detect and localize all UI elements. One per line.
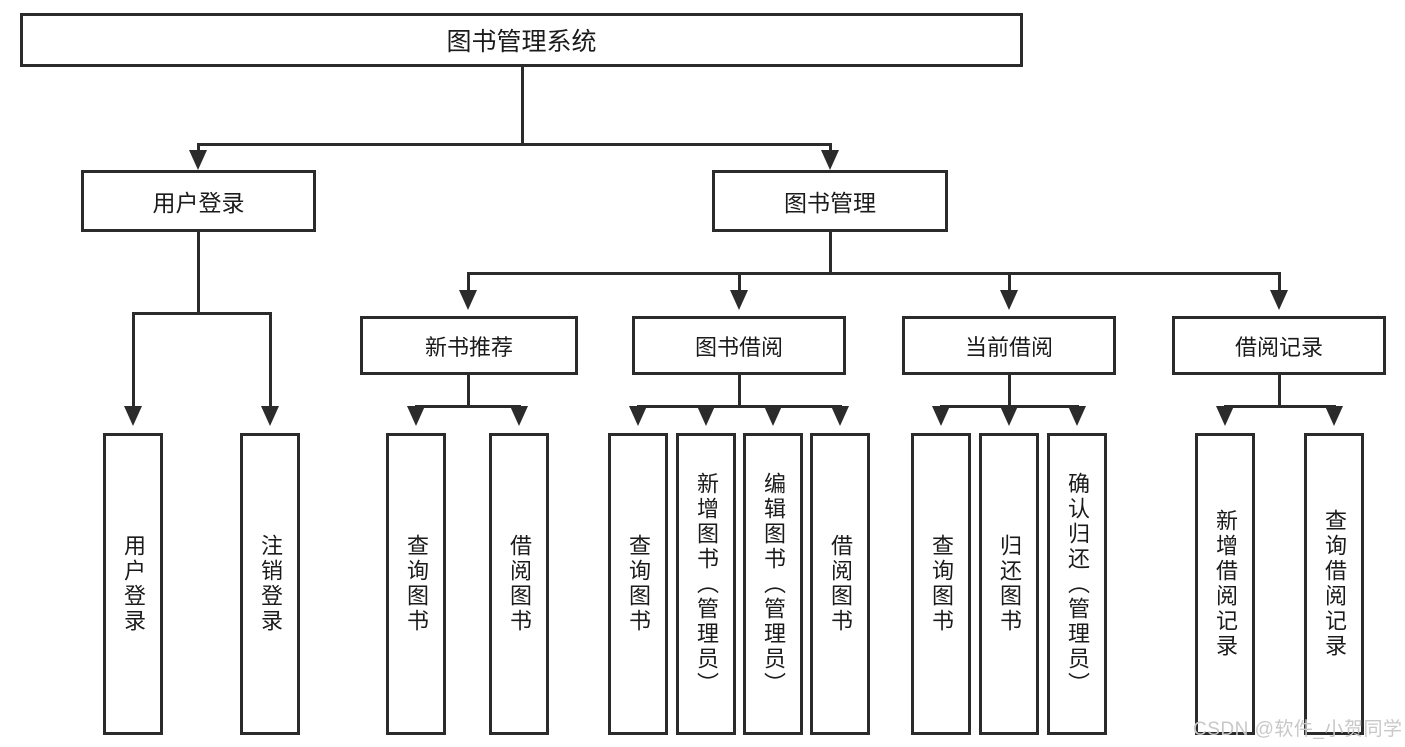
node-label: 查询图书 xyxy=(626,534,651,634)
arrow-to-leaf-nbr-2 xyxy=(510,406,528,426)
connector-root-drop-1 xyxy=(197,143,200,153)
leaf-cb-confirm-return-admin[interactable]: 确认归还（管理员） xyxy=(1047,433,1107,735)
node-label: 确认归还（管理员） xyxy=(1065,471,1090,697)
node-label: 图书管理系统 xyxy=(446,28,597,56)
connector-bm-drop-2 xyxy=(738,272,741,294)
connector-user-login-stem xyxy=(197,232,200,312)
node-user-login[interactable]: 用户登录 xyxy=(81,170,316,232)
leaf-bb-edit-book-admin[interactable]: 编辑图书（管理员） xyxy=(743,433,803,735)
arrow-to-leaf-bb-3 xyxy=(764,406,782,426)
leaf-cb-return-book[interactable]: 归还图书 xyxy=(979,433,1039,735)
node-label: 借阅记录 xyxy=(1234,334,1323,360)
node-label: 注销登录 xyxy=(258,534,283,634)
node-label: 新书推荐 xyxy=(424,334,513,360)
leaf-br-add-record[interactable]: 新增借阅记录 xyxy=(1195,433,1255,735)
node-label: 归还图书 xyxy=(997,534,1022,634)
arrow-to-leaf-cb-2 xyxy=(1000,406,1018,426)
arrow-to-leaf-br-2 xyxy=(1325,406,1343,426)
node-label: 查询借阅记录 xyxy=(1322,509,1347,659)
connector-bm-drop-1 xyxy=(467,272,470,294)
connector-br-bar xyxy=(1224,405,1336,408)
leaf-cb-query-book[interactable]: 查询图书 xyxy=(911,433,971,735)
arrow-to-leaf-bb-2 xyxy=(697,406,715,426)
connector-br-stem xyxy=(1278,375,1281,405)
leaf-logout-login[interactable]: 注销登录 xyxy=(240,433,300,735)
node-label: 新增借阅记录 xyxy=(1213,509,1238,659)
arrow-to-leaf-cb-1 xyxy=(932,406,950,426)
node-label: 当前借阅 xyxy=(964,334,1053,360)
node-book-management[interactable]: 图书管理 xyxy=(712,170,948,232)
connector-root-drop-2 xyxy=(829,143,832,153)
node-label: 查询图书 xyxy=(929,534,954,634)
connector-bm-drop-3 xyxy=(1008,272,1011,294)
node-label: 用户登录 xyxy=(152,190,245,216)
csdn-watermark: CSDN @软件_小贺同学 xyxy=(1193,719,1403,740)
leaf-nbr-query-book[interactable]: 查询图书 xyxy=(386,433,446,735)
node-label: 编辑图书（管理员） xyxy=(761,471,786,697)
arrow-to-leaf-bb-4 xyxy=(831,406,849,426)
connector-bb-bar xyxy=(637,405,841,408)
arrow-to-current-borrow xyxy=(1000,290,1018,310)
arrow-to-book-management xyxy=(821,150,839,170)
node-label: 查询图书 xyxy=(404,534,429,634)
node-label: 借阅图书 xyxy=(507,534,532,634)
connector-user-login-bar xyxy=(132,312,271,315)
connector-nbr-stem xyxy=(467,375,470,405)
connector-cb-stem xyxy=(1008,375,1011,405)
connector-user-login-drop-1 xyxy=(132,312,135,410)
leaf-bb-add-book-admin[interactable]: 新增图书（管理员） xyxy=(676,433,736,735)
connector-book-management-stem xyxy=(829,232,832,272)
leaf-user-login[interactable]: 用户登录 xyxy=(103,433,163,735)
node-label: 图书借阅 xyxy=(694,334,783,360)
node-book-borrow[interactable]: 图书借阅 xyxy=(632,316,846,375)
arrow-to-book-borrow xyxy=(730,290,748,310)
node-label: 用户登录 xyxy=(121,534,146,634)
connector-book-management-bar xyxy=(467,272,1281,275)
connector-root-bar xyxy=(197,143,832,146)
connector-nbr-bar xyxy=(415,405,521,408)
arrow-to-leaf-bb-1 xyxy=(629,406,647,426)
node-label: 图书管理 xyxy=(784,190,876,216)
arrow-to-borrow-record xyxy=(1270,290,1288,310)
arrow-to-leaf-br-1 xyxy=(1216,406,1234,426)
node-borrow-record[interactable]: 借阅记录 xyxy=(1172,316,1386,375)
arrow-to-leaf-user-login xyxy=(124,406,142,426)
connector-user-login-drop-2 xyxy=(269,312,272,410)
leaf-bb-query-book[interactable]: 查询图书 xyxy=(608,433,668,735)
arrow-to-leaf-nbr-1 xyxy=(407,406,425,426)
leaf-bb-borrow-book[interactable]: 借阅图书 xyxy=(810,433,870,735)
connector-bm-drop-4 xyxy=(1278,272,1281,294)
node-new-book-recommend[interactable]: 新书推荐 xyxy=(360,316,578,375)
connector-root-stem xyxy=(521,67,524,143)
node-label: 新增图书（管理员） xyxy=(694,471,719,697)
arrow-to-new-book-recommend xyxy=(459,290,477,310)
node-current-borrow[interactable]: 当前借阅 xyxy=(902,316,1116,375)
node-root-book-management-system[interactable]: 图书管理系统 xyxy=(20,13,1023,67)
arrow-to-leaf-logout-login xyxy=(261,406,279,426)
arrow-to-user-login xyxy=(189,150,207,170)
leaf-nbr-borrow-book[interactable]: 借阅图书 xyxy=(489,433,549,735)
connector-bb-stem xyxy=(738,375,741,405)
arrow-to-leaf-cb-3 xyxy=(1068,406,1086,426)
node-label: 借阅图书 xyxy=(828,534,853,634)
leaf-br-query-record[interactable]: 查询借阅记录 xyxy=(1304,433,1364,735)
